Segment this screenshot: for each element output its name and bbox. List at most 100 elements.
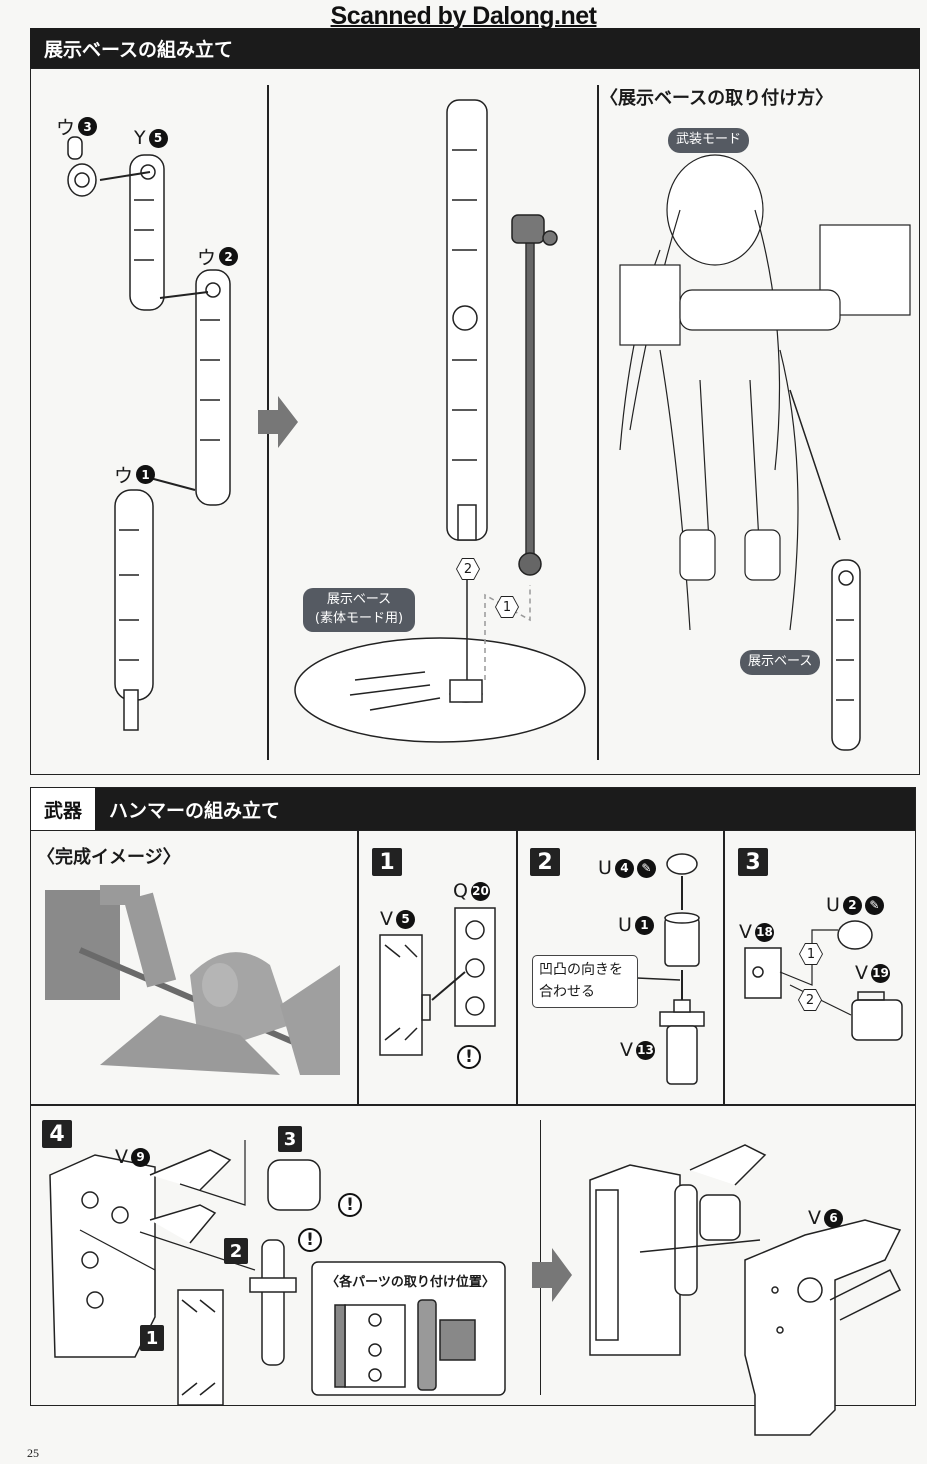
ref-step-2: 2: [224, 1238, 248, 1264]
part-v9: [49, 1149, 232, 1358]
step-number-2: 2: [530, 848, 560, 876]
section-header-hammer: 武器 ハンマーの組み立て: [30, 787, 916, 831]
paint-tool-icon: ✎: [864, 895, 884, 915]
page-number: 25: [27, 1446, 39, 1460]
arrow: [99, 171, 209, 491]
part-number: 20: [470, 881, 490, 901]
part-number: 1: [136, 465, 156, 484]
figure-armed-mode: [619, 154, 911, 631]
callout-align-notches: 凹凸の向きを合わせる: [532, 955, 638, 1008]
part-u4: [666, 853, 698, 875]
part-u3-peg: [67, 136, 97, 197]
part-u1-arm: [114, 489, 154, 731]
part-v6: [744, 1219, 902, 1436]
order-number: 1: [800, 944, 822, 964]
part-number: 5: [396, 909, 415, 929]
divider: [30, 1104, 916, 1106]
order-hex-2: 2: [456, 558, 480, 580]
part-number: 6: [824, 1208, 843, 1228]
part-runner: V: [380, 908, 393, 930]
hammer-preview-drawing: [45, 885, 340, 1075]
divider: [516, 830, 518, 1105]
subheading-attach-method: 〈展示ベースの取り付け方〉: [600, 88, 834, 109]
callout-line: 凹凸の向きを: [539, 962, 623, 978]
step-number-3: 3: [738, 848, 768, 876]
section-header-display-base: 展示ベースの組み立て: [30, 28, 920, 68]
part-u2-arm: [195, 269, 231, 506]
part-runner: ウ: [56, 117, 76, 139]
order-hex-1: 1: [799, 943, 823, 965]
part-runner: V: [739, 921, 752, 943]
order-number: 2: [799, 990, 821, 1010]
step-number-4: 4: [42, 1120, 72, 1148]
next-arrow: [258, 396, 298, 448]
inset-diagram: [334, 1299, 476, 1391]
section-hammer: [30, 830, 916, 1406]
ref-step-1: 1: [140, 1325, 164, 1351]
section-title: 展示ベースの組み立て: [44, 38, 234, 61]
part-runner: V: [808, 1207, 821, 1229]
part-v5: [379, 934, 431, 1056]
part-runner: ウ: [197, 247, 217, 269]
order-hex-2: 2: [798, 989, 822, 1011]
part-number: 9: [131, 1147, 150, 1167]
divider: [597, 85, 599, 760]
badge-armed-mode: 武装モード: [668, 128, 750, 153]
badge-line: 展示ベース: [326, 592, 392, 607]
callout-pointer: [636, 977, 681, 981]
ref-part-3: [267, 1159, 321, 1211]
part-q20: [454, 907, 496, 1027]
part-runner: V: [855, 962, 868, 984]
display-stand-rod: [511, 214, 558, 576]
part-number: 13: [636, 1040, 655, 1060]
finished-hammer-preview-image: [40, 885, 348, 1075]
badge-line: (素体モード用): [314, 610, 404, 626]
display-base-plate: [294, 637, 586, 743]
divider: [540, 1120, 541, 1395]
section-tag: 武器: [31, 788, 95, 830]
part-v18: [744, 947, 782, 999]
caution-icon: !: [338, 1193, 362, 1217]
part-runner: ウ: [114, 465, 134, 487]
part-number: 1: [634, 915, 654, 935]
ref-part-1: [177, 1289, 224, 1406]
part-y5-arm: [129, 154, 165, 311]
order-number: 1: [496, 597, 518, 617]
watermark: Scanned by Dalong.net: [330, 2, 597, 30]
paint-tool-icon: ✎: [636, 858, 656, 878]
part-v13: [659, 999, 705, 1085]
ref-step-3: 3: [278, 1126, 302, 1152]
arrow: [639, 1239, 761, 1253]
part-runner: V: [620, 1039, 633, 1061]
part-number: 19: [871, 963, 890, 983]
part-runner: U: [618, 914, 632, 936]
hammer-assembled: [589, 1144, 767, 1356]
part-runner: U: [598, 857, 612, 879]
part-number: 4: [614, 858, 634, 878]
subheading-finished-image: 〈完成イメージ〉: [37, 847, 181, 868]
section-display-base: [30, 68, 920, 775]
ref-part-2: [249, 1239, 297, 1366]
part-u2-cap: [837, 920, 873, 950]
inset-heading-part-positions: 〈各パーツの取り付け位置〉: [326, 1275, 495, 1290]
part-runner: Y: [134, 127, 146, 149]
part-number: 2: [219, 247, 239, 266]
part-number: 5: [148, 128, 168, 148]
part-number: 18: [755, 922, 774, 942]
display-base-arm-right: [831, 559, 861, 751]
part-v19: [851, 991, 903, 1041]
part-number: 3: [78, 117, 98, 136]
